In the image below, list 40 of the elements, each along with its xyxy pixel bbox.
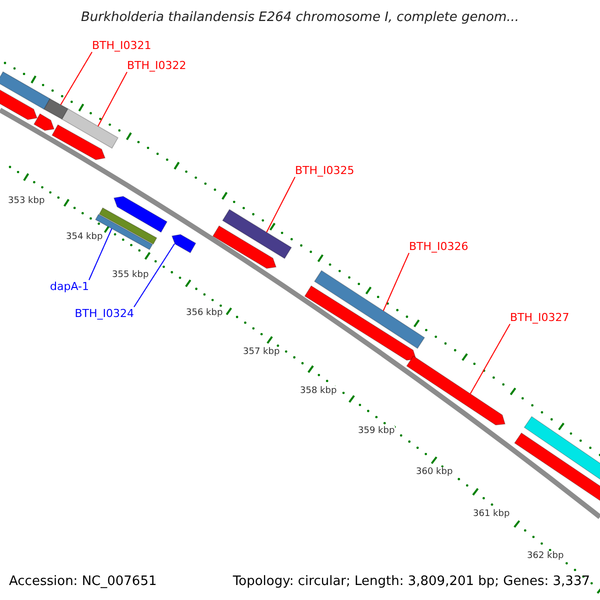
scale-label: 356 kbp xyxy=(186,308,223,319)
footer-text: Topology: circular; Length: 3,809,201 bp; Genes: 3,337 xyxy=(232,574,590,590)
gene-bar xyxy=(0,71,51,110)
leader-line xyxy=(98,72,128,127)
leader-line xyxy=(266,176,296,233)
scale-label: 353 kbp xyxy=(8,196,45,207)
footer-text: Accession: NC_007651 xyxy=(9,574,157,590)
cds-block xyxy=(406,355,506,426)
leader-line xyxy=(470,324,510,394)
scale-label: 355 kbp xyxy=(112,270,149,281)
leader-line xyxy=(382,252,410,312)
gene-label: BTH_I0326 xyxy=(409,240,468,253)
gene-bar xyxy=(61,108,119,149)
cds-block xyxy=(212,225,277,269)
gene-bar xyxy=(44,98,68,120)
scale-label: 360 kbp xyxy=(416,467,453,478)
cds-block xyxy=(171,234,196,254)
gene-label: BTH_I0324 xyxy=(74,307,134,320)
scale-label: 357 kbp xyxy=(243,347,280,358)
gene-bar xyxy=(222,208,292,260)
leader-line xyxy=(60,52,92,106)
scale-label: 359 kbp xyxy=(358,426,395,437)
leader-line xyxy=(88,228,112,280)
gene-label: BTH_I0325 xyxy=(295,164,354,177)
leader-line xyxy=(134,243,176,308)
cds-block xyxy=(52,124,106,160)
gene-label: BTH_I0327 xyxy=(510,311,570,324)
cds-block xyxy=(304,285,417,361)
cds-block xyxy=(113,196,168,233)
gene-label: BTH_I0321 xyxy=(92,39,152,52)
gene-label: BTH_I0322 xyxy=(127,59,186,72)
cds-block xyxy=(33,113,55,131)
cds-block xyxy=(0,88,38,120)
diagram-title: Burkholderia thailandensis E264 chromosome I, complete genom... xyxy=(80,10,520,26)
scale-label: 358 kbp xyxy=(300,386,337,397)
scale-label: 362 kbp xyxy=(527,551,564,562)
gene-bar xyxy=(314,270,426,349)
scale-label: 354 kbp xyxy=(66,232,103,243)
gene-label: dapA-1 xyxy=(50,280,89,293)
scale-label: 361 kbp xyxy=(473,509,510,520)
